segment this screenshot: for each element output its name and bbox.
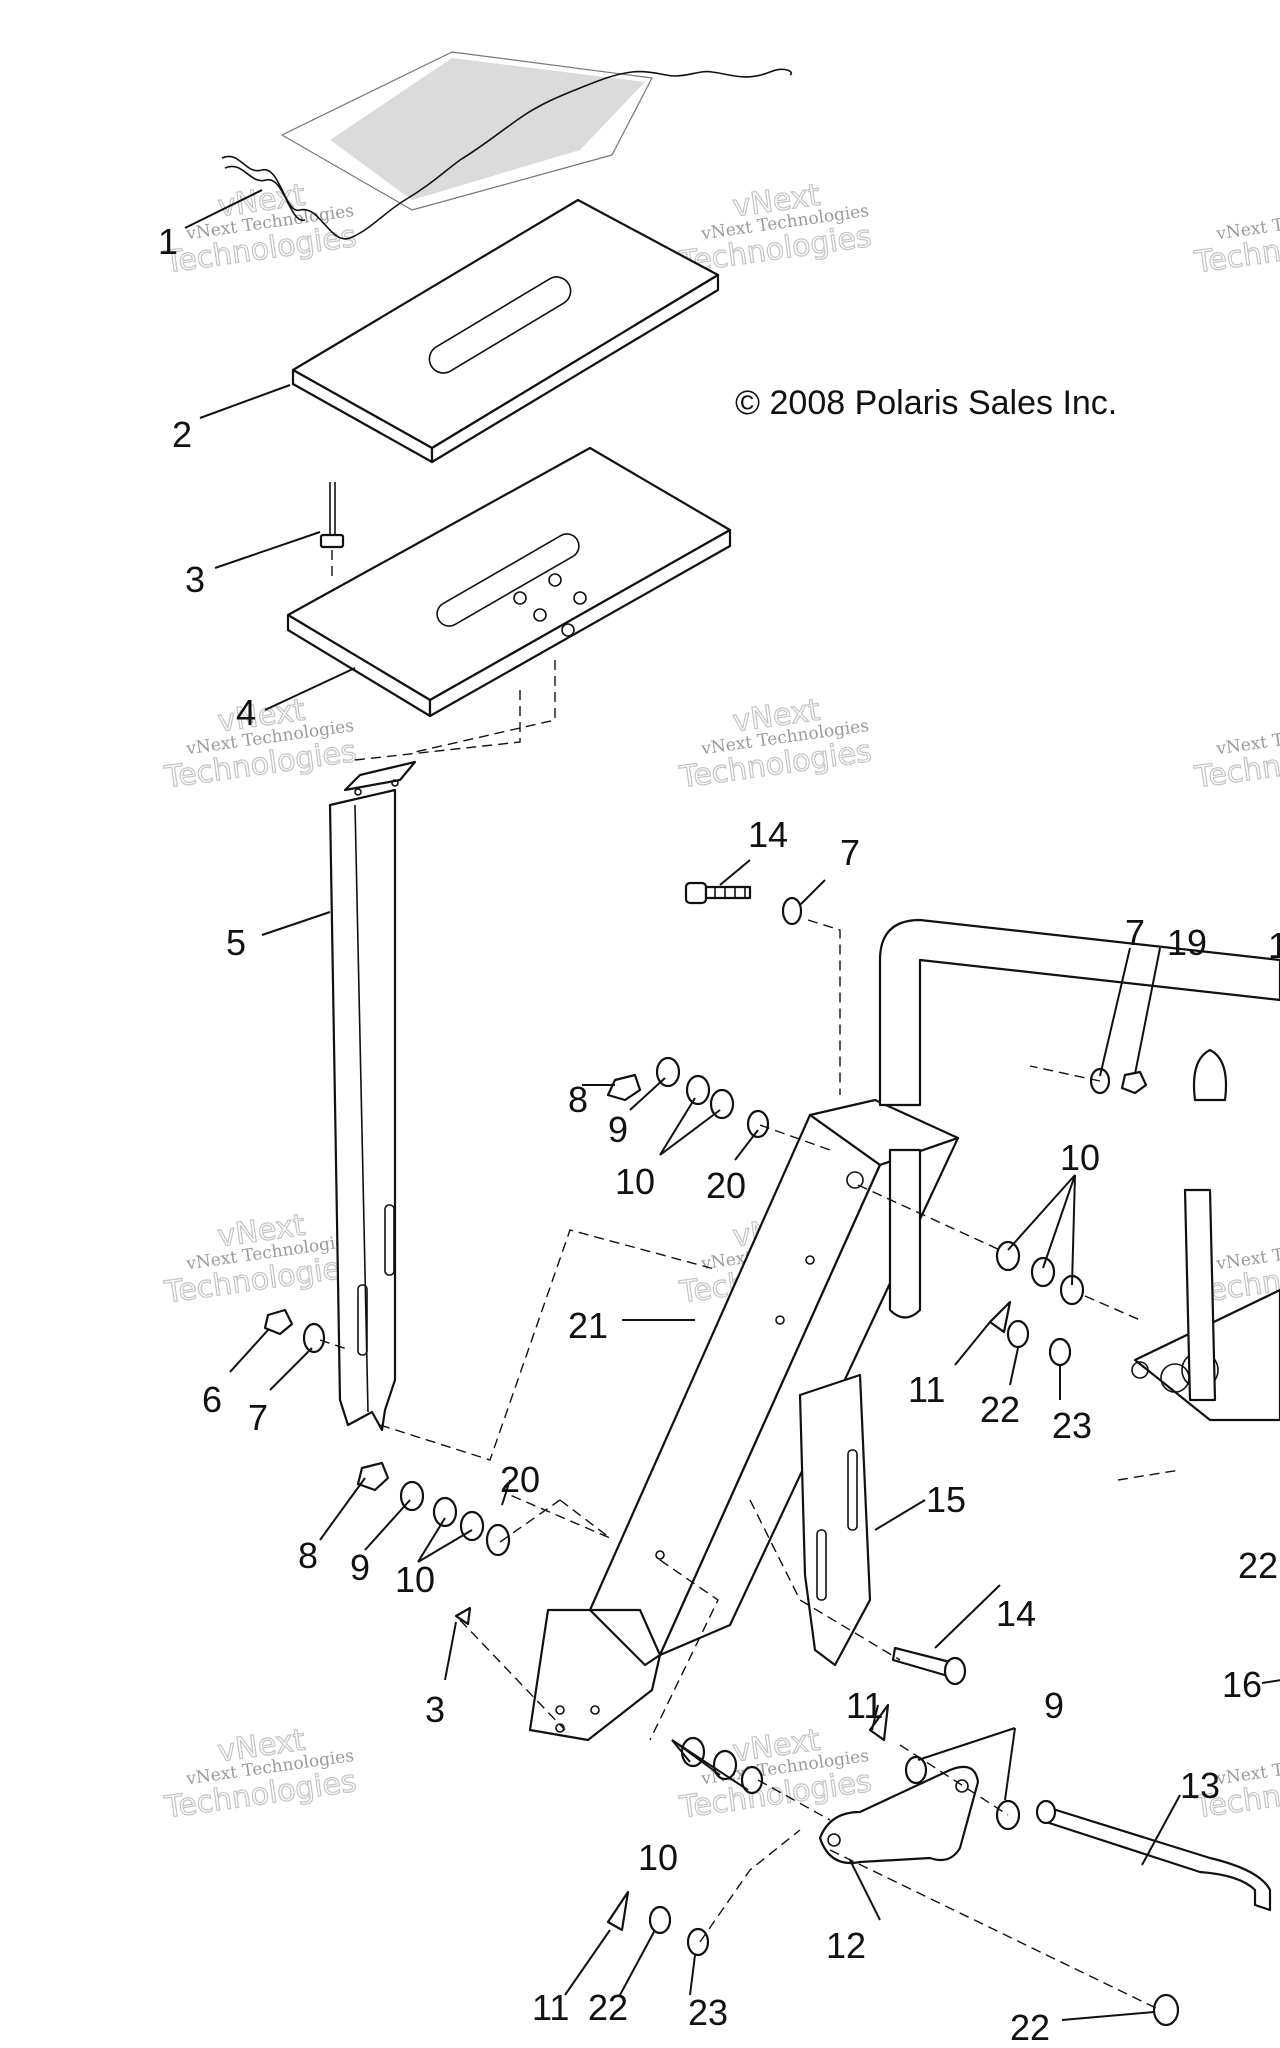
callout-23: 23 — [1052, 1405, 1092, 1446]
washer-10-lower-b — [459, 1510, 485, 1542]
callout-21: 21 — [568, 1305, 608, 1346]
screw-3-lower — [454, 1606, 472, 1626]
explode-lines — [319, 660, 1181, 2011]
washer-22-far — [1152, 1993, 1180, 2027]
frame-assembly — [878, 918, 1280, 1422]
callout-1: 1 — [1268, 925, 1280, 966]
part-15-bracket — [798, 1373, 872, 1667]
callout-9: 9 — [350, 1547, 370, 1588]
washer-20-top — [746, 1109, 770, 1139]
watermark: vNext vNext Technologies Technologies — [161, 1722, 359, 1826]
washer-10-top-b — [709, 1088, 735, 1120]
callout-9: 9 — [608, 1109, 628, 1150]
washer-10-right-a — [995, 1240, 1021, 1272]
part-4-mount-plate — [286, 446, 732, 718]
callout-20: 20 — [500, 1459, 540, 1500]
callout-10: 10 — [395, 1559, 435, 1600]
watermark: vNext Technologies Technologies — [1191, 716, 1280, 796]
washer-23-bottom — [686, 1927, 710, 1957]
callout-23: 23 — [688, 1992, 728, 2033]
cotter-pin-right — [988, 1300, 1012, 1334]
part-12-linkage — [818, 1765, 980, 1865]
callout-10: 10 — [638, 1837, 678, 1878]
nut-8-lower — [356, 1461, 390, 1492]
callout-3: 3 — [185, 559, 205, 600]
callout-22: 22 — [1010, 2007, 1050, 2048]
washer-10-right-b — [1030, 1256, 1056, 1288]
washer-7-top — [781, 896, 803, 926]
callout-2: 2 — [172, 414, 192, 455]
leader-lines — [184, 189, 1280, 2021]
watermark: vNext vNext Technologies Technologies — [161, 177, 359, 281]
part-3-screw-top — [319, 482, 345, 582]
watermark: vNext vNext Technologies Technologies — [161, 1207, 359, 1311]
hardware-washers — [263, 896, 1180, 2027]
callout-15: 15 — [926, 1479, 966, 1520]
callout-5: 5 — [226, 922, 246, 963]
washer-10-lower-a — [432, 1496, 458, 1528]
callout-4: 4 — [236, 692, 256, 733]
nut-8-top — [606, 1073, 642, 1102]
callout-1: 1 — [158, 221, 178, 262]
watermark: vNext Technologies Technologies — [1191, 201, 1280, 281]
callout-22: 22 — [980, 1389, 1020, 1430]
watermark: vNext vNext Technologies Technologies — [676, 177, 874, 281]
callout-11: 11 — [846, 1685, 883, 1726]
part-14-bolt-lower — [891, 1646, 967, 1686]
washer-7-left — [302, 1322, 326, 1354]
callout-19: 19 — [1167, 922, 1207, 963]
callout-8: 8 — [298, 1535, 318, 1576]
copyright-notice: © 2008 Polaris Sales Inc. — [735, 384, 1117, 422]
watermark: vNext vNext Technologies Technologies — [676, 692, 874, 796]
callout-11: 11 — [908, 1369, 945, 1410]
callout-14: 14 — [996, 1593, 1036, 1634]
callout-10: 10 — [615, 1161, 655, 1202]
callout-14: 14 — [748, 814, 788, 855]
washer-22-bottom — [648, 1905, 672, 1935]
part-14-bolt-top — [684, 881, 752, 905]
callout-12: 12 — [826, 1925, 866, 1966]
callout-13: 13 — [1180, 1765, 1220, 1806]
washer-20-lower — [485, 1523, 511, 1557]
cotter-pin-low — [606, 1890, 630, 1932]
washer-22-right — [1006, 1319, 1030, 1349]
washer-23-right — [1048, 1337, 1072, 1367]
callout-labels: 1 2 3 4 5 6 7 8 9 10 20 3 10 11 22 23 12… — [158, 221, 1280, 2048]
callout-3: 3 — [425, 1689, 445, 1730]
callout-9: 9 — [1044, 1685, 1064, 1726]
washer-9-bottom — [904, 1755, 928, 1785]
callout-11: 11 — [532, 1987, 569, 2028]
callout-22: 22 — [1238, 1545, 1278, 1586]
callout-16: 16 — [1222, 1664, 1262, 1705]
callout-7: 7 — [248, 1397, 268, 1438]
washer-10-top-a — [685, 1074, 711, 1106]
callout-7: 7 — [1125, 912, 1145, 953]
part-2-cushion-block — [291, 198, 720, 464]
callout-10: 10 — [1060, 1137, 1100, 1178]
callout-7: 7 — [840, 832, 860, 873]
cotter-pin-bottom — [868, 1703, 890, 1742]
callout-6: 6 — [202, 1379, 222, 1420]
part-5-channel-arm — [328, 760, 417, 1432]
callout-8: 8 — [568, 1079, 588, 1120]
callout-22: 22 — [588, 1987, 628, 2028]
callout-20: 20 — [706, 1165, 746, 1206]
washer-10-bottom-c — [740, 1765, 764, 1795]
part-11-cotter-pins — [454, 1300, 1012, 1932]
nut-6 — [263, 1308, 294, 1336]
part-13-lever — [1035, 1799, 1272, 1912]
watermark: vNext vNext Technologies Technologies — [676, 1722, 874, 1826]
watermark: vNext vNext Technologies Technologies — [161, 692, 359, 796]
nut-19 — [1120, 1070, 1148, 1095]
part-1-seat-pad — [221, 51, 792, 240]
